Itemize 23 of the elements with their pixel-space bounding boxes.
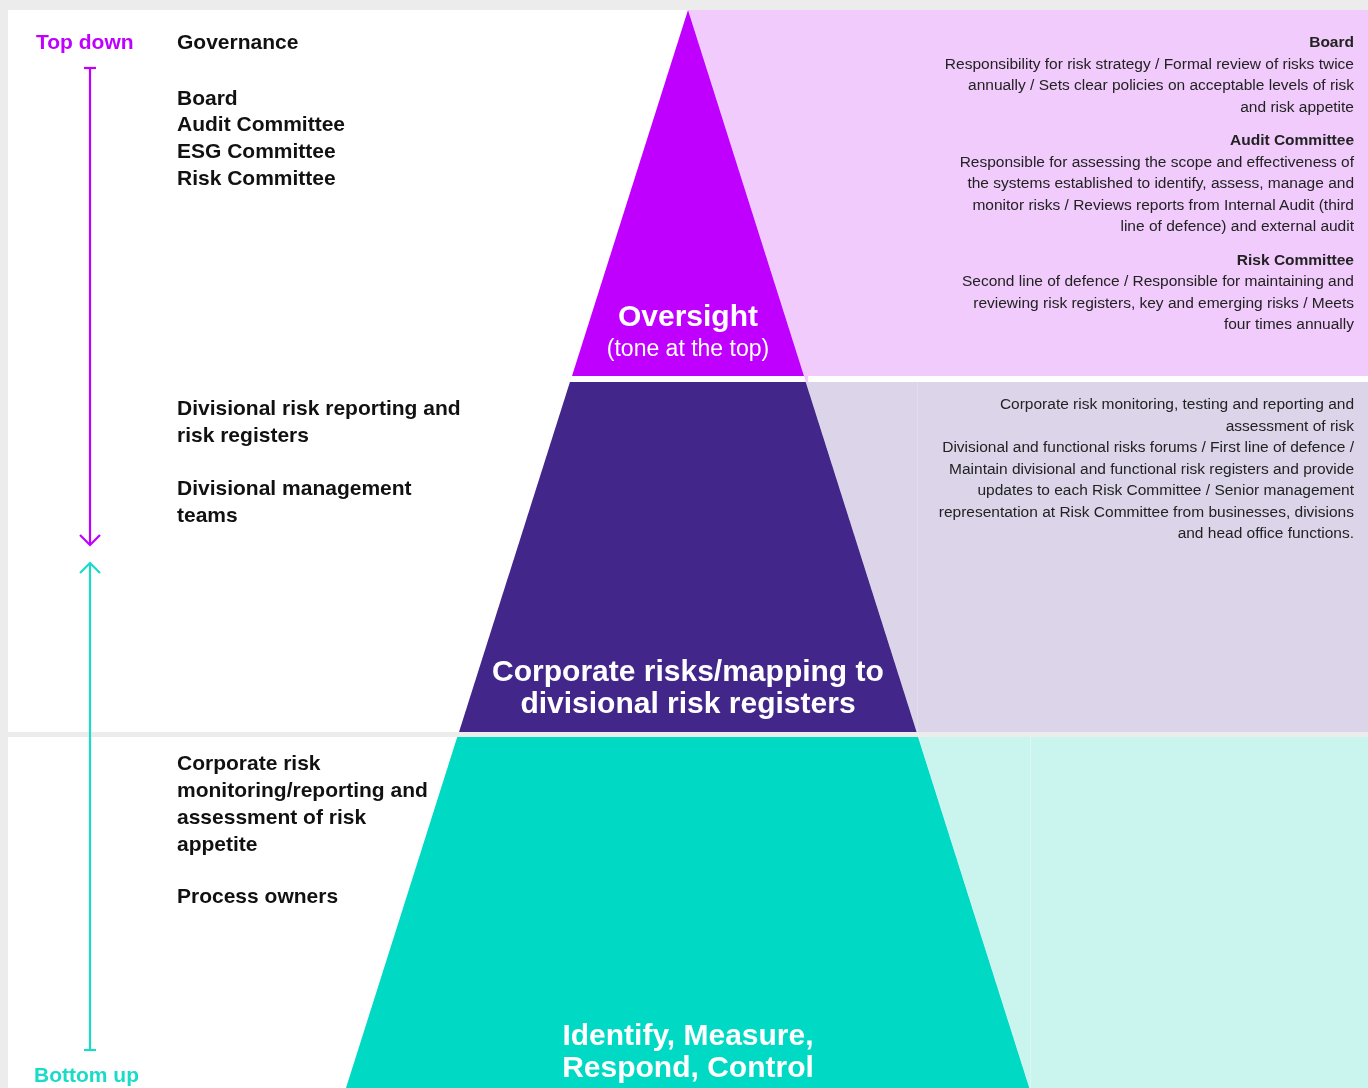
- governance-label: Board: [177, 85, 239, 111]
- panel-heading: Audit Committee: [1229, 130, 1354, 150]
- panel-text: Divisional and functional risks forums / First line of defence / Maintain divisional and functional risk registers and provide updates to each Risk Committee / Senior management representation at Risk Committee from businesses, divisions and head office functions.: [937, 437, 1354, 543]
- tier-subtitle: (tone at the top): [605, 336, 771, 361]
- governance-label: Risk Committee: [177, 165, 337, 191]
- tier-title: Identify, Measure, Respond, Control: [561, 1019, 815, 1083]
- tier-title: Corporate risks/mapping to divisional risk registers: [491, 655, 885, 719]
- panel-heading: Risk Committee: [1235, 249, 1354, 270]
- governance-label: Corporate risk monitoring/reporting and assessment of risk appetite: [177, 750, 429, 857]
- direction-label: Top down: [36, 29, 135, 55]
- panel-text: Second line of defence / Responsible for maintaining and reviewing risk registers, key and emerging risks / Meets four times annually: [960, 271, 1354, 334]
- governance-label: Governance: [177, 29, 300, 55]
- governance-label: Divisional risk reporting and risk registers: [177, 395, 462, 448]
- panel-heading: Board: [1308, 32, 1354, 52]
- direction-label: Bottom up: [34, 1062, 140, 1088]
- tier-title: Oversight: [616, 300, 759, 332]
- panel-text: Responsibility for risk strategy / Formal review of risks twice annually / Sets clear policies on acceptable levels of risk and risk appetite: [944, 53, 1354, 117]
- governance-label: Divisional management teams: [177, 475, 413, 528]
- panel-text: Responsible for assessing the scope and effectiveness of the systems established to identify, assess, manage and monitor risks / Reviews reports from Internal Audit (third line of defence) and external audit: [958, 151, 1354, 236]
- governance-label: Process owners: [177, 883, 340, 909]
- governance-label: Audit Committee: [177, 111, 346, 137]
- governance-label: ESG Committee: [177, 138, 337, 164]
- panel-text: Corporate risk monitoring, testing and reporting and assessment of risk: [998, 394, 1354, 436]
